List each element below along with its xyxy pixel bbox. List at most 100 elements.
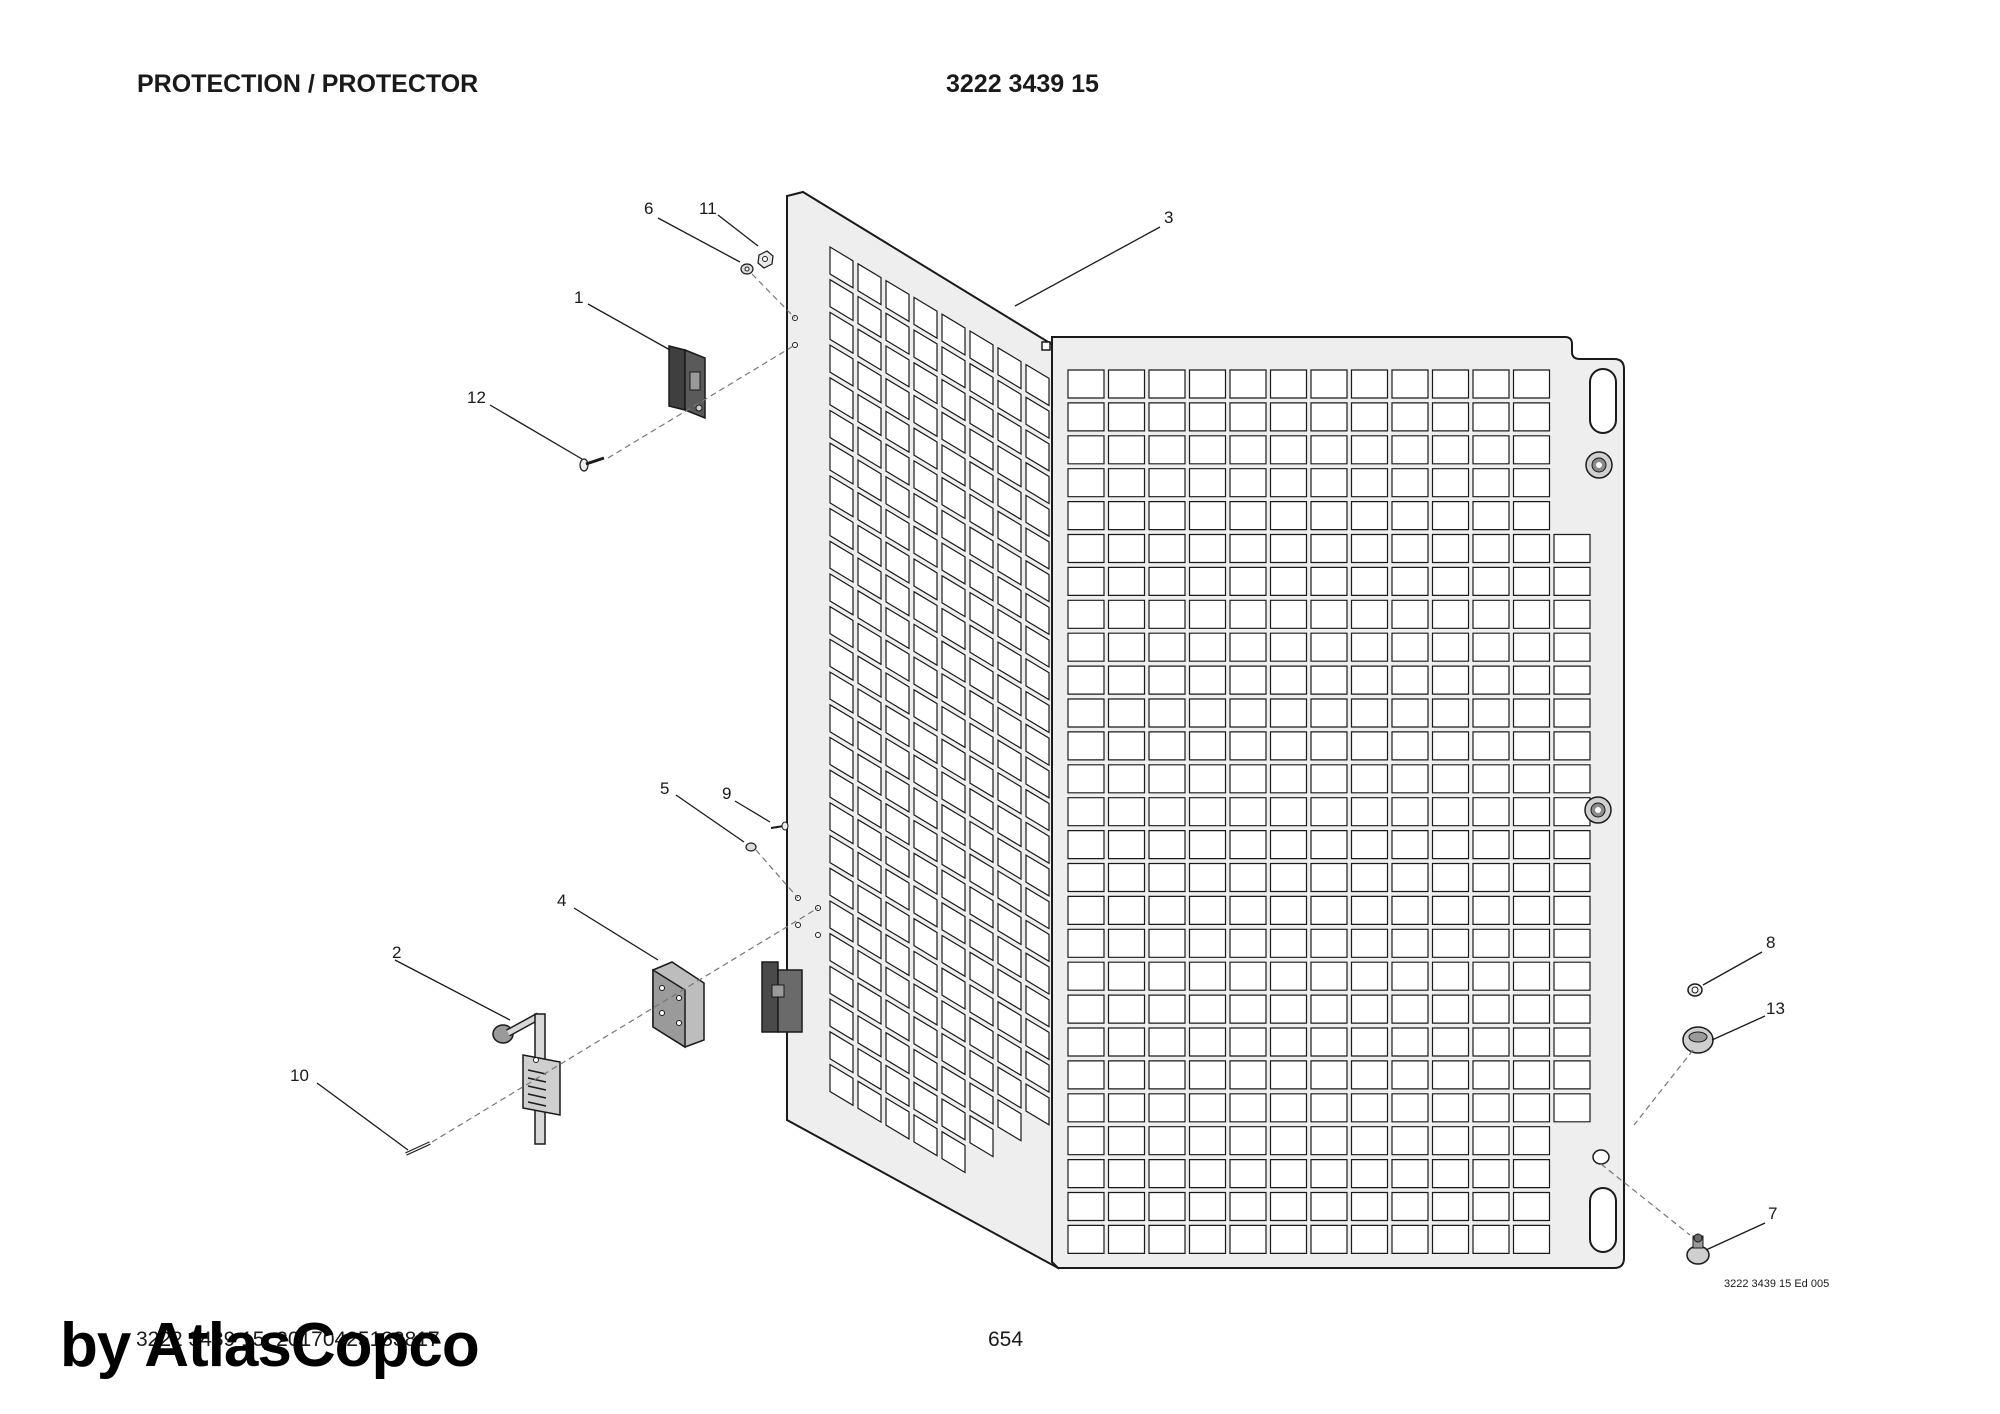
- mesh-cell: [1310, 632, 1348, 662]
- mesh-cell: [1310, 1191, 1348, 1222]
- mesh-cell: [1269, 797, 1308, 827]
- mesh-cell: [1391, 994, 1429, 1024]
- document-number: 3222 3439 15: [946, 70, 1099, 98]
- mesh-cell: [1188, 731, 1227, 761]
- slot-hole-top: [1589, 368, 1617, 434]
- mesh-cell: [969, 918, 994, 962]
- callout-10: 10: [290, 1066, 309, 1085]
- mesh-cell: [1512, 1126, 1551, 1156]
- mesh-cell: [1188, 599, 1227, 629]
- mesh-cell: [941, 869, 966, 912]
- mesh-cell: [1269, 402, 1308, 432]
- mesh-cell: [1148, 829, 1186, 860]
- mesh-cell: [1188, 994, 1227, 1024]
- mesh-cell: [829, 540, 854, 584]
- right-panel-mesh: [1067, 369, 1591, 1255]
- mesh-cell: [1148, 599, 1186, 629]
- mesh-cell: [1431, 1126, 1470, 1156]
- mesh-cell: [1269, 501, 1308, 531]
- part-13-knob: [1682, 1026, 1714, 1054]
- mesh-cell: [1025, 821, 1050, 865]
- mesh-cell: [969, 1082, 994, 1125]
- mesh-cell: [1269, 862, 1308, 893]
- mesh-cell: [1310, 1224, 1348, 1255]
- callout-8: 8: [1766, 933, 1775, 952]
- mesh-cell: [1350, 1191, 1389, 1222]
- mesh-cell: [1107, 566, 1146, 597]
- leader-lines: [316, 214, 1766, 1251]
- mesh-cell: [969, 951, 994, 995]
- mesh-cell: [1067, 829, 1105, 860]
- mesh-cell: [1148, 435, 1186, 465]
- mesh-cell: [1512, 402, 1551, 432]
- mesh-cell: [1350, 895, 1389, 926]
- mesh-cell: [1025, 690, 1050, 734]
- mesh-cell: [857, 360, 882, 404]
- mesh-cell: [1472, 829, 1510, 860]
- mesh-cell: [1107, 665, 1146, 695]
- mesh-cell: [1553, 599, 1591, 629]
- mesh-cell: [1350, 928, 1389, 958]
- mesh-cell: [941, 672, 966, 716]
- part-8-clip: [1687, 983, 1703, 997]
- mesh-cell: [1148, 731, 1186, 761]
- drawing-id: 3222 3439 15_20170425133817: [136, 1328, 440, 1351]
- mesh-cell: [913, 884, 938, 928]
- mesh-cell: [1107, 961, 1146, 991]
- mesh-cell: [969, 983, 994, 1027]
- mesh-cell: [857, 655, 882, 699]
- mesh-cell: [1431, 928, 1470, 958]
- mesh-cell: [1472, 1093, 1510, 1123]
- mesh-cell: [1391, 665, 1429, 695]
- mesh-cell: [1350, 1224, 1389, 1255]
- mesh-cell: [1229, 632, 1267, 662]
- mesh-cell: [1391, 961, 1429, 991]
- mesh-cell: [857, 753, 882, 797]
- mesh-cell: [1229, 369, 1267, 399]
- mesh-cell: [1512, 599, 1551, 629]
- mesh-cell: [1269, 435, 1308, 465]
- mesh-cell: [969, 787, 994, 831]
- mesh-cell: [1269, 533, 1308, 564]
- mesh-cell: [913, 819, 938, 863]
- mesh-cell: [885, 377, 910, 421]
- mesh-cell: [1067, 566, 1105, 597]
- mesh-cell: [1107, 1126, 1146, 1156]
- mesh-cell: [1269, 961, 1308, 991]
- mesh-cell: [1553, 665, 1591, 695]
- mesh-cell: [1350, 731, 1389, 761]
- mesh-cell: [1512, 961, 1551, 991]
- mesh-cell: [1512, 862, 1551, 893]
- mesh-cell: [1310, 566, 1348, 597]
- mesh-cell: [1067, 1093, 1105, 1123]
- callout-13: 13: [1766, 999, 1785, 1018]
- mesh-cell: [829, 867, 854, 911]
- mesh-cell: [1512, 731, 1551, 761]
- mesh-cell: [829, 409, 854, 453]
- mesh-cell: [1472, 632, 1510, 662]
- mesh-cell: [997, 346, 1022, 390]
- mesh-cell: [1025, 1017, 1050, 1061]
- mesh-cell: [1188, 1158, 1227, 1189]
- mesh-cell: [1472, 1158, 1510, 1189]
- mesh-cell: [913, 394, 938, 438]
- mesh-cell: [1310, 994, 1348, 1024]
- mesh-cell: [969, 885, 994, 929]
- mesh-cell: [941, 1097, 966, 1141]
- mesh-cell: [1391, 632, 1429, 662]
- mesh-cell: [829, 474, 854, 518]
- mesh-cell: [1310, 1158, 1348, 1189]
- mesh-cell: [1350, 632, 1389, 662]
- mesh-cell: [1025, 984, 1050, 1028]
- part-11-nut: [757, 250, 774, 269]
- mesh-cell: [885, 900, 910, 944]
- mesh-cell: [1229, 961, 1267, 991]
- mesh-cell: [1025, 363, 1050, 407]
- mesh-cell: [1067, 764, 1105, 794]
- mesh-cell: [1391, 501, 1429, 531]
- mesh-cell: [1148, 994, 1186, 1024]
- mesh-cell: [1391, 1060, 1429, 1090]
- mesh-cell: [1472, 764, 1510, 794]
- mesh-cell: [1269, 994, 1308, 1024]
- mesh-cell: [885, 410, 910, 454]
